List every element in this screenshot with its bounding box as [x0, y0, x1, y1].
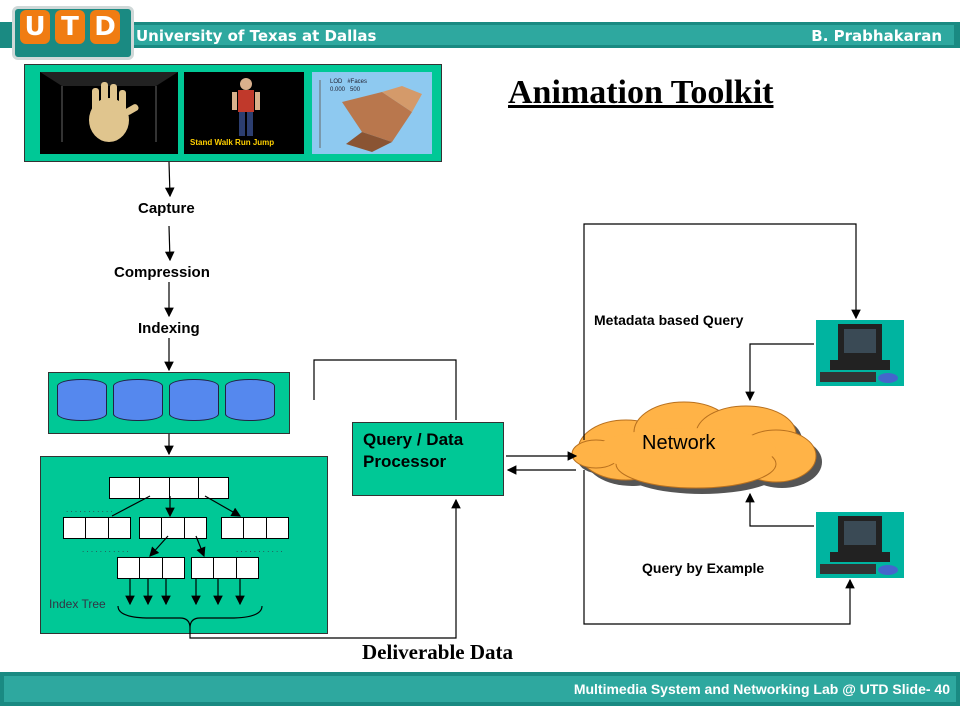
bottom-computer-to-network [745, 492, 814, 527]
database-icon [113, 379, 163, 421]
header-bar-inner [128, 25, 954, 45]
walking-figure-image: Stand Walk Run Jump [184, 72, 304, 154]
svg-text:. . . . . . . . . . .: . . . . . . . . . . . [66, 505, 113, 514]
tree-node [221, 517, 289, 539]
cloud-icon [571, 401, 822, 494]
footer-text: Multimedia System and Networking Lab @ U… [573, 681, 950, 697]
logo-letter-d: D [90, 10, 120, 44]
tree-node [139, 517, 207, 539]
query-by-example-label: Query by Example [642, 560, 765, 576]
deliverable-path [189, 498, 461, 639]
client-computer-bottom [816, 512, 904, 578]
arrow-to-capture [164, 161, 175, 198]
lod-readout: LOD #Faces 0.000 500 [330, 79, 368, 93]
top-computer-to-network [745, 343, 814, 402]
tree-edge [111, 495, 151, 517]
client-computer-top [816, 320, 904, 386]
svg-text:. . . . . . . . . . .: . . . . . . . . . . . [82, 545, 129, 554]
lod-mesh-icon [319, 80, 422, 152]
tree-edge [149, 535, 169, 557]
database-icon [57, 379, 107, 421]
author-name: B. Prabhakaran [811, 27, 942, 45]
query-data-processor: Query / Data Processor [352, 422, 504, 496]
logo-letter-t: T [55, 10, 85, 44]
network-label: Network [642, 432, 716, 454]
database-icon [169, 379, 219, 421]
tree-edge [204, 495, 242, 517]
computer-icon [820, 324, 898, 383]
motion-caption: Stand Walk Run Jump [190, 138, 275, 147]
lod-mesh-image: LOD #Faces 0.000 500 [312, 72, 432, 154]
query-example-loop [583, 470, 855, 625]
storage-to-processor-path [313, 359, 457, 420]
slide-title: Animation Toolkit [508, 74, 774, 111]
tree-leaf-node [191, 557, 259, 579]
arrow-to-compression [164, 225, 175, 262]
network-cloud: Network [566, 396, 836, 500]
svg-text:. . . . . . . . . . .: . . . . . . . . . . . [236, 545, 283, 554]
leaf-brace [117, 605, 263, 629]
university-name: University of Texas at Dallas [136, 27, 377, 45]
index-tree-box: Index Tree [40, 456, 328, 634]
hand-model-image [40, 72, 178, 154]
footer-bar-inner [4, 676, 956, 702]
indexing-label: Indexing [138, 320, 200, 337]
hand-model-icon [40, 72, 178, 142]
compression-label: Compression [114, 264, 210, 281]
computer-icon [820, 516, 898, 575]
capture-label: Capture [138, 200, 195, 217]
tree-leaf-node [117, 557, 185, 579]
tree-node [63, 517, 131, 539]
metadata-query-label: Metadata based Query [594, 312, 744, 328]
storage-box [48, 372, 290, 434]
deliverable-data-label: Deliverable Data [362, 640, 514, 664]
metadata-query-loop [583, 223, 861, 440]
logo-letter-u: U [20, 10, 50, 44]
walking-figure-icon [232, 78, 260, 136]
database-icon [225, 379, 275, 421]
tree-edge [195, 535, 206, 558]
tree-root-node [109, 477, 229, 499]
index-tree-label: Index Tree [49, 597, 106, 611]
